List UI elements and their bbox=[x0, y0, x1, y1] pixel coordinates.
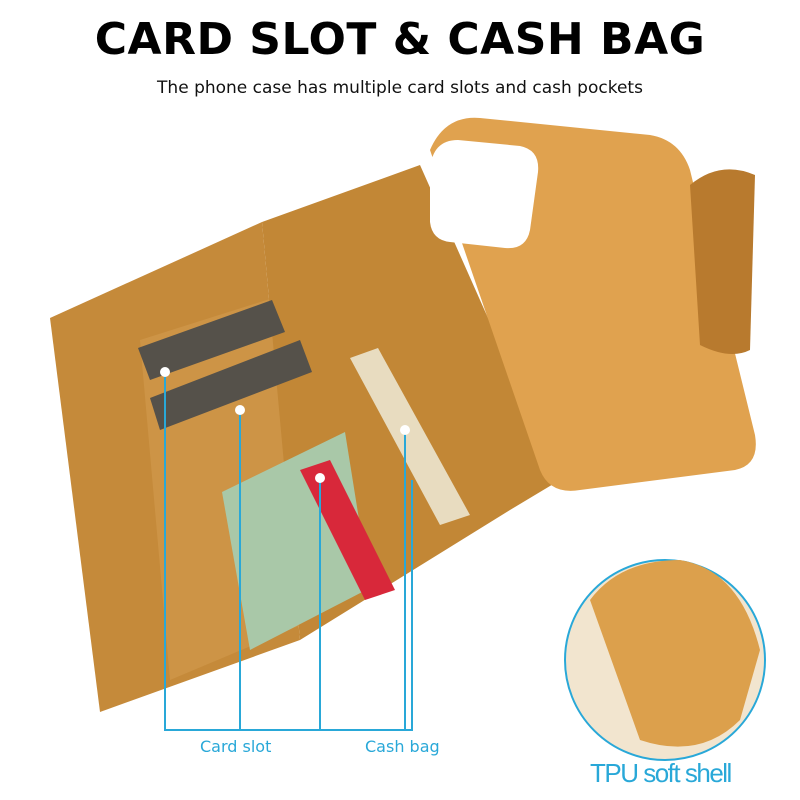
cash-bag-label: Cash bag bbox=[365, 737, 440, 756]
cash-note bbox=[350, 348, 470, 525]
page-subtitle: The phone case has multiple card slots a… bbox=[157, 78, 643, 98]
card-1 bbox=[138, 300, 285, 380]
shell-camera-cutout bbox=[430, 140, 539, 249]
tpu-shell-label: TPU soft shell bbox=[590, 758, 732, 788]
card-slot-label: Card slot bbox=[200, 737, 272, 756]
card-slot-bracket bbox=[164, 372, 413, 731]
magnetic-strap bbox=[690, 169, 755, 354]
car-photo bbox=[300, 460, 395, 600]
callout-dots bbox=[160, 367, 410, 483]
inset-shell-corner bbox=[590, 560, 760, 747]
page-title: CARD SLOT & CASH BAG bbox=[94, 14, 706, 65]
card-2 bbox=[150, 340, 312, 430]
callout-lines bbox=[164, 372, 413, 731]
